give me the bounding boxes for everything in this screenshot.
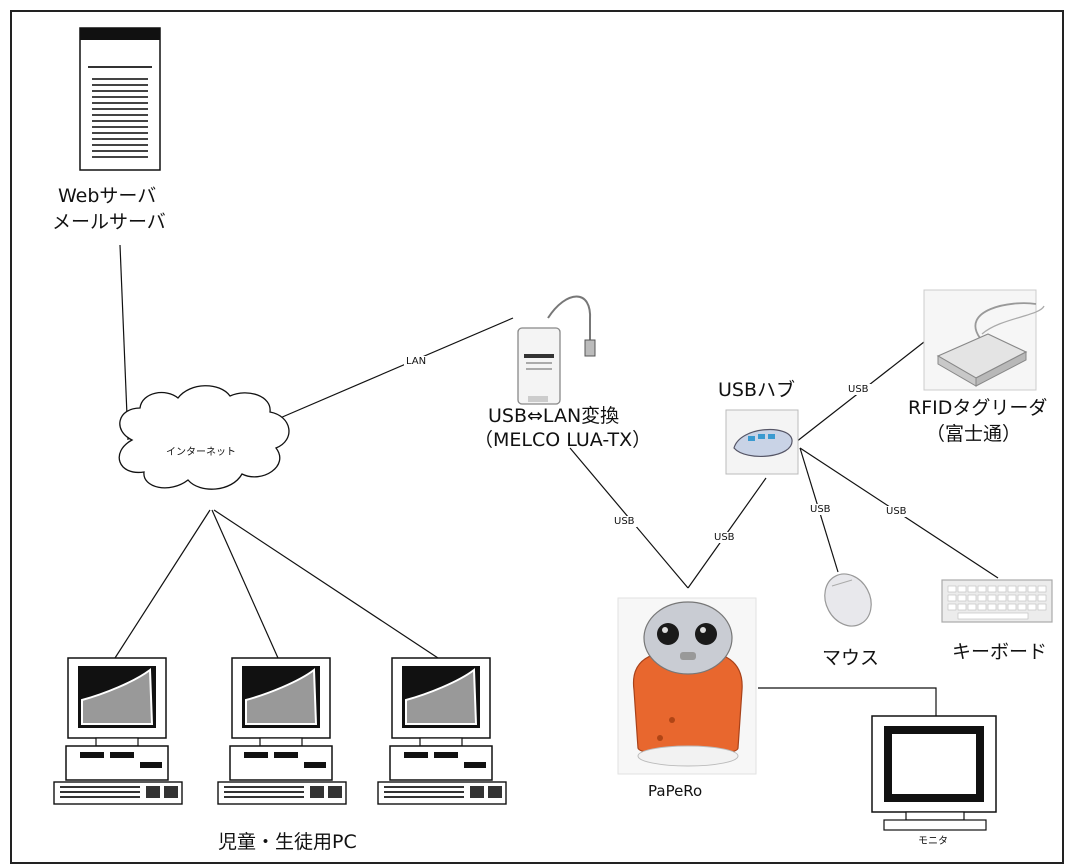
- usb-lan-adapter-icon: [517, 295, 596, 405]
- line-internet-pc2: [211, 509, 279, 659]
- monitor-label: モニタ: [918, 836, 948, 847]
- diagram-frame: [10, 10, 1064, 864]
- lan-adapter-label-line1: USB⇔LAN変換: [488, 405, 620, 427]
- connection-lines: [114, 244, 999, 716]
- server-label-line1: Webサーバ: [58, 185, 157, 207]
- lan-adapter-label-line2: （MELCO LUA-TX）: [474, 429, 652, 451]
- lan-connection-label: LAN: [404, 356, 429, 367]
- server-icon: [79, 27, 161, 171]
- papero-robot-icon: [617, 597, 757, 775]
- usb-hub-keyboard-label: USB: [884, 506, 909, 517]
- rfid-label-line2: （富士通）: [926, 423, 1022, 445]
- student-pc-icon: [53, 657, 183, 805]
- line-server-internet: [119, 244, 129, 441]
- student-pcs-label: 児童・生徒用PC: [218, 831, 357, 853]
- line-internet-pc3: [213, 509, 439, 659]
- usb-hub-robot-label: USB: [712, 532, 737, 543]
- student-pc-icon: [217, 657, 347, 805]
- mouse-label: マウス: [822, 647, 880, 669]
- usb-hub-label: USBハブ: [718, 379, 796, 401]
- usb-hub-mouse-label: USB: [808, 504, 833, 515]
- usb-adapter-robot-label: USB: [612, 516, 637, 527]
- student-pc-icon: [377, 657, 507, 805]
- mouse-icon: [824, 573, 872, 627]
- keyboard-icon: [941, 579, 1053, 623]
- robot-label: PaPeRo: [648, 782, 703, 800]
- usb-hub-rfid-label: USB: [846, 384, 871, 395]
- line-robot-monitor: [758, 687, 937, 716]
- line-internet-lan-adapter: [279, 317, 514, 419]
- keyboard-label: キーボード: [952, 641, 1048, 663]
- rfid-label-line1: RFIDタグリーダ: [908, 397, 1048, 419]
- line-internet-pc1: [114, 509, 211, 659]
- server-label-line2: メールサーバ: [52, 211, 166, 233]
- rfid-reader-icon: [923, 289, 1045, 391]
- monitor-icon: [871, 715, 997, 831]
- usb-hub-icon: [725, 409, 799, 475]
- internet-cloud-icon: [118, 385, 290, 490]
- internet-label: インターネット: [166, 447, 236, 458]
